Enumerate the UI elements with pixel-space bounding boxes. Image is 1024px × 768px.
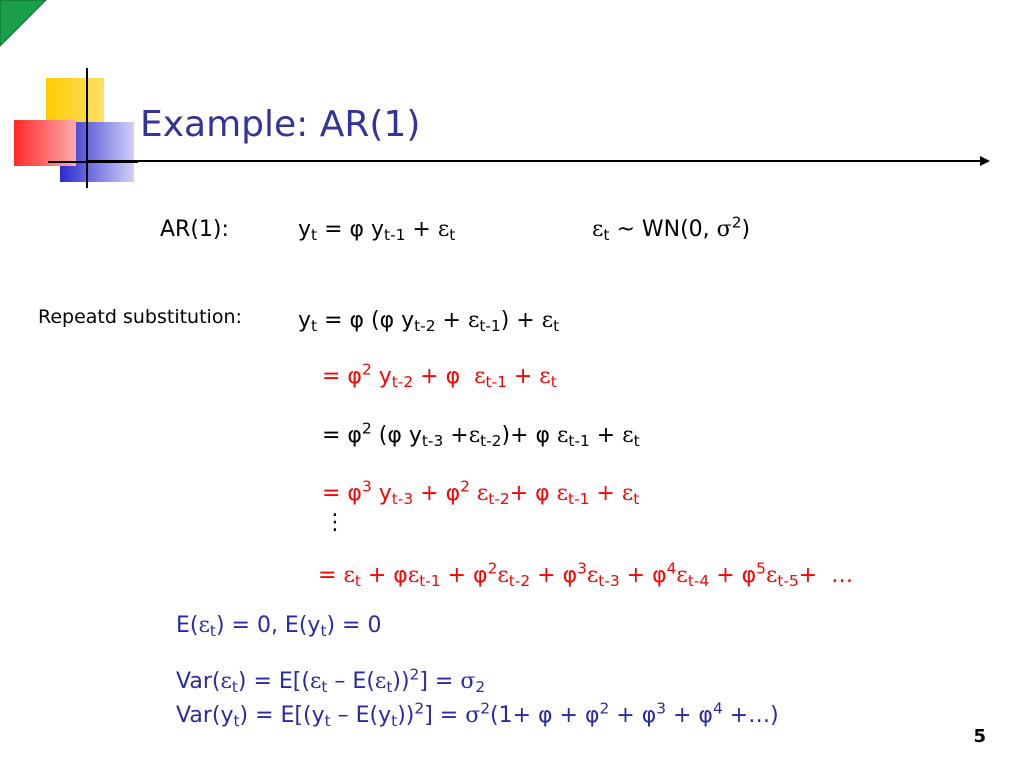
ar1-equation: yt = φ yt-1 + εt [298, 217, 456, 244]
corner-triangle [0, 0, 47, 47]
ma-infinity-expansion: = εt + φεt-1 + φ2εt-2 + φ3εt-3 + φ4εt-4 … [318, 559, 854, 590]
white-noise-assumption: εt ~ WN(0, σ2) [592, 213, 751, 244]
title-underline-arrow [86, 156, 990, 166]
ar1-label: AR(1): [160, 217, 229, 242]
decorative-logo [14, 68, 138, 188]
substitution-step-3: = φ2 (φ yt-3 +εt-2)+ φ εt-1 + εt [322, 419, 640, 450]
slide-title: Example: AR(1) [140, 104, 421, 145]
continuation-dots: ⋮ [324, 510, 346, 535]
substitution-step-4: = φ3 yt-3 + φ2 εt-2+ φ εt-1 + εt [322, 477, 640, 508]
expectations: E(εt) = 0, E(yt) = 0 [176, 613, 382, 640]
variance-y: Var(yt) = E[(yt – E(yt))2] = σ2(1+ φ + φ… [176, 699, 779, 730]
page-number: 5 [973, 726, 986, 747]
substitution-step-1: yt = φ (φ yt-2 + εt-1) + εt [298, 308, 560, 335]
repeated-substitution-label: Repeatd substitution: [38, 306, 242, 328]
variance-epsilon: Var(εt) = E[(εt – E(εt))2] = σ2 [176, 665, 486, 696]
substitution-step-2: = φ2 yt-2 + φ εt-1 + εt [322, 360, 557, 391]
